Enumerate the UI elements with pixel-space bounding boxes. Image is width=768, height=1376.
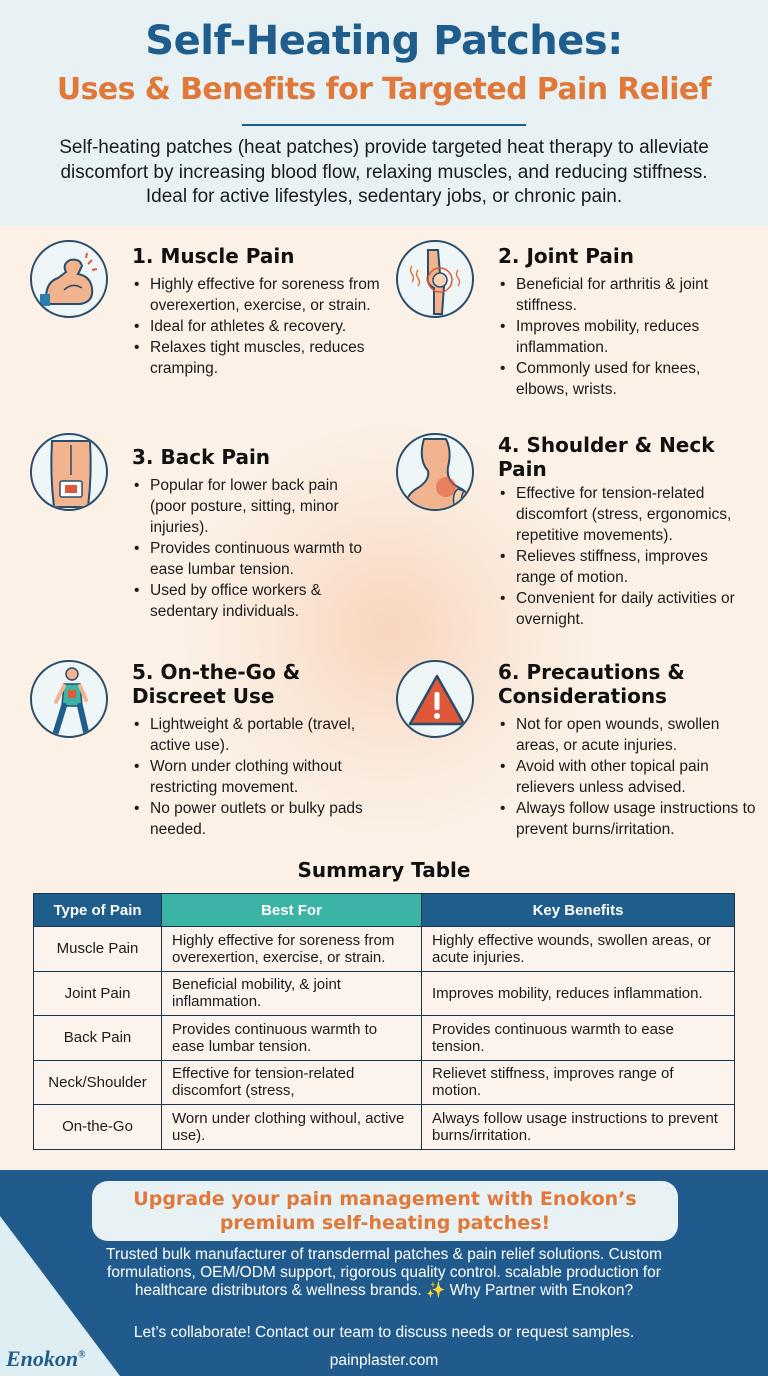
table-cell: Provides continuous warmth to ease tensi… — [421, 1015, 735, 1061]
title-divider — [242, 124, 526, 126]
section-title-line: Discreet Use — [132, 684, 275, 708]
footer-line: Trusted bulk manufacturer of transdermal… — [106, 1246, 662, 1263]
section-list: Effective for tension-related discomfort… — [498, 483, 748, 630]
table-cell: Beneficial mobility, & joint inflammatio… — [161, 970, 422, 1016]
column-header: Key Benefits — [421, 893, 735, 927]
table-row: Back Pain Provides continuous warmth to … — [33, 1015, 735, 1061]
section-title-line: 4. Shoulder & Neck — [498, 433, 715, 457]
section-list: Highly effective for soreness from overe… — [132, 274, 382, 379]
table-row: Muscle Pain Highly effective for sorenes… — [33, 926, 735, 972]
section-muscle-pain: 1. Muscle Pain Highly effective for sore… — [30, 240, 400, 410]
section-title: 1. Muscle Pain — [132, 244, 295, 268]
section-list: Popular for lower back pain (poor postur… — [132, 475, 372, 622]
table-cell: On-the-Go — [33, 1104, 162, 1150]
section-list: Not for open wounds, swollen areas, or a… — [498, 714, 758, 840]
section-title: 5. On-the-Go & Discreet Use — [132, 660, 300, 708]
lower-back-patch-icon — [30, 433, 108, 511]
list-item: Not for open wounds, swollen areas, or a… — [498, 714, 758, 756]
header: Self-Heating Patches: Uses & Benefits fo… — [0, 0, 768, 226]
brand-name: Enokon — [6, 1346, 79, 1371]
table-cell: Highly effective for soreness from overe… — [161, 926, 422, 972]
column-header: Best For — [161, 893, 422, 927]
table-cell: Muscle Pain — [33, 926, 162, 972]
table-header-row: Type of Pain Best For Key Benefits — [33, 893, 735, 927]
warning-triangle-icon — [396, 660, 474, 738]
section-joint-pain: 2. Joint Pain Beneficial for arthritis &… — [396, 240, 766, 410]
footer-line: healthcare distributors & wellness brand… — [134, 1282, 634, 1299]
table-cell: Improves mobility, reduces inflammation. — [421, 970, 735, 1016]
list-item: Highly effective for soreness from overe… — [132, 274, 382, 316]
table-cell: Always follow usage instructions to prev… — [421, 1104, 735, 1150]
table-cell: Back Pain — [33, 1015, 162, 1061]
list-item: Relieves stiffness, improves range of mo… — [498, 546, 748, 588]
brand-logo: Enokon® — [6, 1346, 86, 1372]
list-item: Beneficial for arthritis & joint stiffne… — [498, 274, 748, 316]
list-item: No power outlets or bulky pads needed. — [132, 798, 372, 840]
footer-line: formulations, OEM/ODM support, rigorous … — [107, 1264, 661, 1281]
list-item: Avoid with other topical pain relievers … — [498, 756, 758, 798]
page-title: Self-Heating Patches: — [145, 18, 623, 64]
table-cell: Provides continuous warmth to ease lumba… — [161, 1015, 422, 1061]
corner-decoration — [0, 1216, 120, 1376]
website-link[interactable]: painplaster.com — [329, 1352, 439, 1369]
list-item: Popular for lower back pain (poor postur… — [132, 475, 372, 538]
section-on-the-go: 5. On-the-Go & Discreet Use Lightweight … — [30, 660, 400, 850]
section-title-line: 5. On-the-Go & — [132, 660, 301, 684]
page-subtitle: Uses & Benefits for Targeted Pain Relief — [56, 72, 712, 107]
section-title: 6. Precautions & Considerations — [498, 660, 685, 708]
table-row: On-the-Go Worn under clothing withoul, a… — [33, 1104, 735, 1150]
footer-contact: Let’s collaborate! Contact our team to d… — [133, 1324, 635, 1341]
registered-mark: ® — [78, 1349, 86, 1361]
list-item: Ideal for athletes & recovery. — [132, 316, 382, 337]
intro-line: Self-heating patches (heat patches) prov… — [59, 137, 709, 158]
knee-joint-icon — [396, 240, 474, 318]
summary-table: Type of Pain Best For Key Benefits Muscl… — [33, 893, 735, 1150]
section-back-pain: 3. Back Pain Popular for lower back pain… — [30, 433, 400, 623]
table-cell: Joint Pain — [33, 970, 162, 1016]
table-cell: Relievet stiffness, improves range of mo… — [421, 1059, 735, 1105]
cta-banner: Upgrade your pain management with Enokon… — [92, 1181, 678, 1241]
list-item: Convenient for daily activities or overn… — [498, 588, 748, 630]
cta-line: premium self-heating patches! — [219, 1212, 551, 1234]
flexed-arm-icon — [30, 240, 108, 318]
table-row: Joint Pain Beneficial mobility, & joint … — [33, 970, 735, 1016]
section-title: 3. Back Pain — [132, 445, 271, 469]
list-item: Lightweight & portable (travel, active u… — [132, 714, 372, 756]
list-item: Worn under clothing without restricting … — [132, 756, 372, 798]
section-title-line: 6. Precautions & — [498, 660, 685, 684]
list-item: Used by office workers & sedentary indiv… — [132, 580, 372, 622]
intro-line: discomfort by increasing blood flow, rel… — [60, 161, 708, 183]
section-title-line: Considerations — [498, 684, 667, 708]
table-cell: Neck/Shoulder — [33, 1059, 162, 1105]
cta-line: Upgrade your pain management with Enokon… — [133, 1188, 637, 1210]
list-item: Improves mobility, reduces inflammation. — [498, 316, 748, 358]
list-item: Relaxes tight muscles, reduces cramping. — [132, 337, 382, 379]
table-cell: Worn under clothing withoul, active use)… — [161, 1104, 422, 1150]
table-row: Neck/Shoulder Effective for tension-rela… — [33, 1059, 735, 1105]
section-title: 4. Shoulder & Neck Pain — [498, 433, 715, 481]
section-precautions: 6. Precautions & Considerations Not for … — [396, 660, 766, 850]
list-item: Commonly used for knees, elbows, wrists. — [498, 358, 748, 400]
list-item: Effective for tension-related discomfort… — [498, 483, 748, 546]
section-shoulder-neck-pain: 4. Shoulder & Neck Pain Effective for te… — [396, 433, 766, 633]
table-cell: Effective for tension-related discomfort… — [161, 1059, 422, 1105]
section-list: Beneficial for arthritis & joint stiffne… — [498, 274, 748, 400]
table-title: Summary Table — [297, 858, 471, 882]
column-header: Type of Pain — [33, 893, 162, 927]
intro-line: Ideal for active lifestyles, sedentary j… — [145, 186, 623, 207]
footer-description: Trusted bulk manufacturer of transdermal… — [40, 1246, 728, 1300]
cta-text: Upgrade your pain management with Enokon… — [92, 1181, 678, 1235]
section-list: Lightweight & portable (travel, active u… — [132, 714, 372, 840]
list-item: Always follow usage instructions to prev… — [498, 798, 758, 840]
neck-shoulder-icon — [396, 433, 474, 511]
walking-person-icon — [30, 660, 108, 738]
section-title: 2. Joint Pain — [498, 244, 634, 268]
intro-text: Self-heating patches (heat patches) prov… — [24, 136, 744, 210]
section-title-line: Pain — [498, 457, 547, 481]
list-item: Provides continuous warmth to ease lumba… — [132, 538, 372, 580]
table-cell: Highly effective wounds, swollen areas, … — [421, 926, 735, 972]
